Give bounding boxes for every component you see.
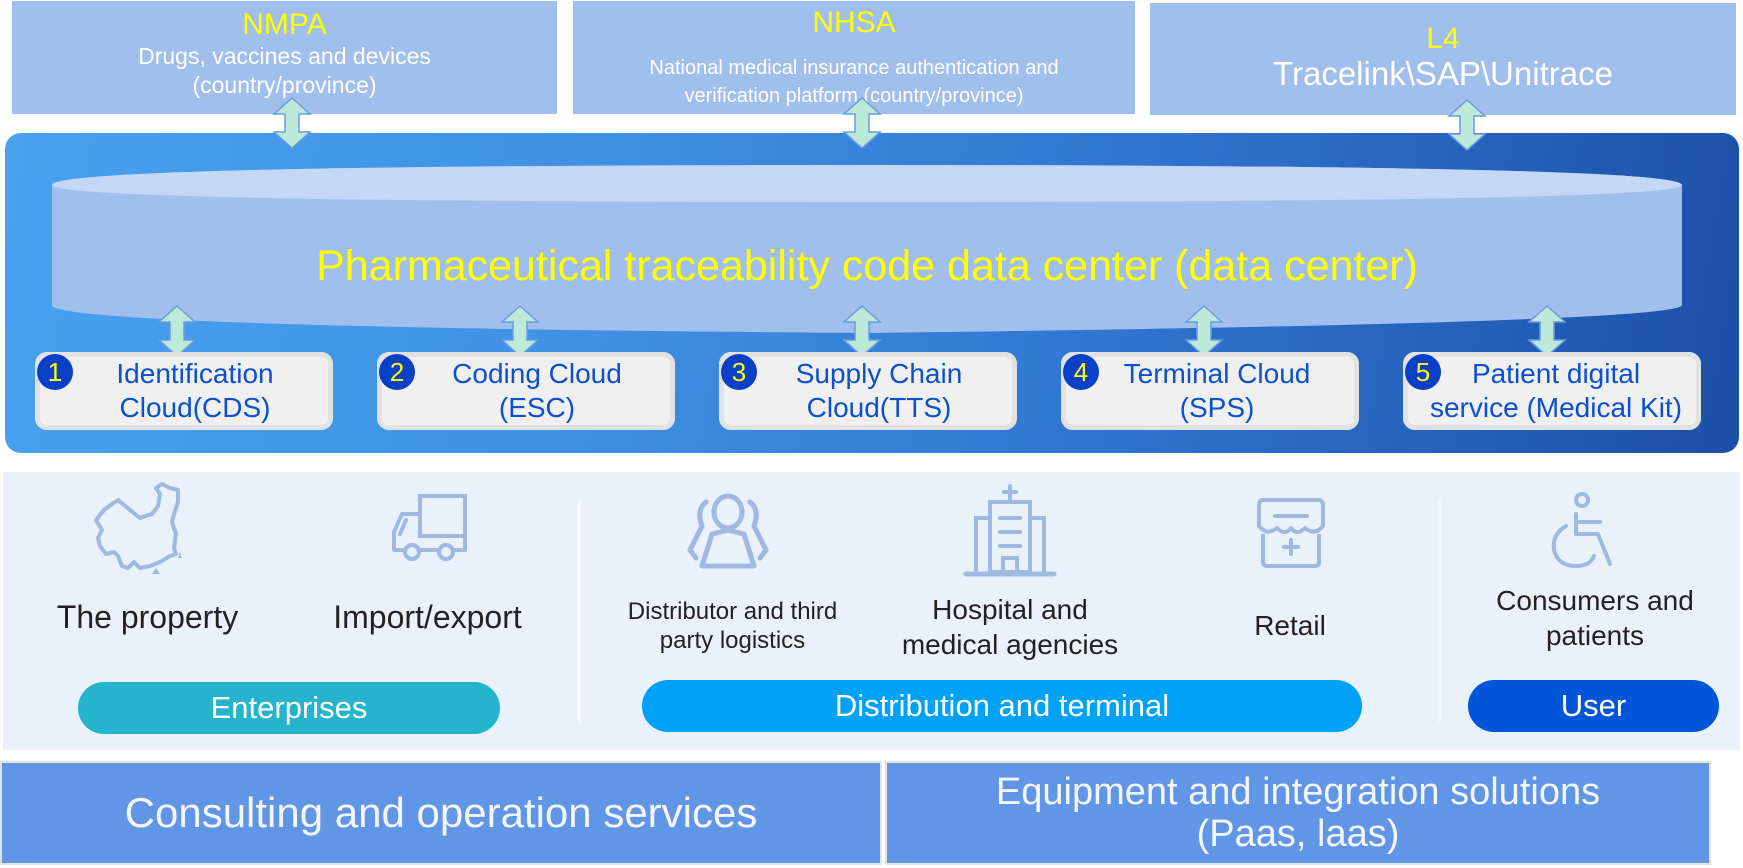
- service-label: (Paas, laas): [1196, 813, 1400, 855]
- source-title: L4: [1426, 22, 1460, 55]
- pharmacy-store-icon: [1257, 498, 1325, 568]
- source-desc-line: Tracelink\SAP\Unitrace: [1273, 55, 1613, 92]
- bidirectional-arrow-icon: [272, 97, 312, 149]
- bidirectional-arrow-icon: [500, 305, 540, 357]
- module-label-line: Cloud(CDS): [119, 392, 271, 423]
- actor-label-hospital: Hospital and medical agencies: [901, 594, 1119, 660]
- module-coding-cloud[interactable]: 2 Coding Cloud (ESC): [377, 352, 675, 430]
- data-center-cylinder: [52, 155, 1682, 345]
- china-map-icon: [94, 482, 182, 574]
- bidirectional-arrow-icon: [842, 97, 882, 149]
- module-number-badge: 2: [379, 354, 415, 390]
- source-box-nhsa: NHSA National medical insurance authenti…: [573, 1, 1135, 114]
- module-label-line: (ESC): [498, 392, 576, 423]
- bidirectional-arrow-icon: [157, 305, 197, 357]
- bidirectional-arrow-icon: [1447, 99, 1487, 151]
- source-desc-line: National medical insurance authenticatio…: [649, 57, 1059, 79]
- service-equipment: Equipment and integration solutions (Paa…: [887, 763, 1709, 863]
- source-desc-line: verification platform (country/province): [684, 85, 1024, 107]
- module-label-line: Identification: [116, 358, 274, 389]
- section-divider: [578, 500, 581, 722]
- module-label-line: Supply Chain: [795, 358, 963, 389]
- module-terminal-cloud[interactable]: 4 Terminal Cloud (SPS): [1061, 352, 1359, 430]
- category-pill-distribution: Distribution and terminal: [642, 680, 1362, 732]
- module-number-badge: 5: [1405, 354, 1441, 390]
- hospital-building-icon: [963, 484, 1057, 577]
- source-title: NMPA: [242, 8, 327, 41]
- wheelchair-icon: [1551, 492, 1612, 569]
- source-box-l4: L4 Tracelink\SAP\Unitrace: [1150, 3, 1736, 115]
- module-label-line: service (Medical Kit): [1429, 392, 1683, 423]
- truck-icon: [392, 494, 467, 561]
- module-number-badge: 3: [721, 354, 757, 390]
- module-label-line: Patient digital: [1471, 358, 1641, 389]
- module-label-line: Coding Cloud: [452, 358, 622, 389]
- bidirectional-arrow-icon: [1527, 305, 1567, 357]
- module-patient-digital-service[interactable]: 5 Patient digital service (Medical Kit): [1403, 352, 1701, 430]
- actor-label-consumers: Consumers and patients: [1496, 585, 1694, 651]
- bidirectional-arrow-icon: [1184, 305, 1224, 357]
- actor-label-distributor: Distributor and third party logistics: [627, 598, 838, 654]
- actor-label-retail: Retail: [1254, 610, 1326, 641]
- module-identification-cloud[interactable]: 1 Identification Cloud(CDS): [35, 352, 333, 430]
- module-label-line: (SPS): [1179, 392, 1255, 423]
- module-number-badge: 1: [37, 354, 73, 390]
- source-desc-line: (country/province): [192, 72, 377, 98]
- source-desc-line: Drugs, vaccines and devices: [138, 43, 431, 69]
- module-supply-chain-cloud[interactable]: 3 Supply Chain Cloud(TTS): [719, 352, 1017, 430]
- actor-label-property: The property: [56, 599, 239, 635]
- actor-label-import-export: Import/export: [333, 599, 522, 635]
- service-label: Consulting and operation services: [124, 789, 758, 836]
- source-title: NHSA: [812, 6, 896, 39]
- section-divider: [1438, 500, 1441, 722]
- service-label: Equipment and integration solutions: [995, 771, 1601, 813]
- module-label-line: Terminal Cloud: [1123, 358, 1311, 389]
- module-label-line: Cloud(TTS): [806, 392, 952, 423]
- people-group-icon: [687, 493, 769, 569]
- module-number-badge: 4: [1063, 354, 1099, 390]
- service-consulting: Consulting and operation services: [2, 763, 880, 863]
- category-pill-user: User: [1468, 680, 1719, 732]
- category-pill-enterprises: Enterprises: [78, 682, 500, 734]
- data-center-title: Pharmaceutical traceability code data ce…: [316, 242, 1418, 290]
- source-box-nmpa: NMPA Drugs, vaccines and devices (countr…: [12, 1, 557, 114]
- bidirectional-arrow-icon: [842, 305, 882, 357]
